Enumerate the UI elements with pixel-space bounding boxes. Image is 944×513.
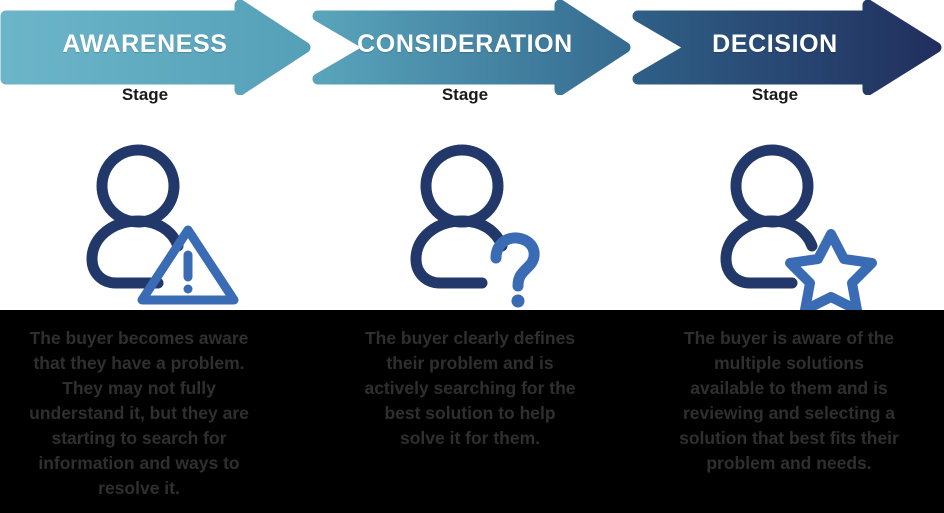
persona-awareness	[72, 142, 252, 310]
stage-arrows-graphic	[0, 0, 942, 95]
description-line: actively searching for the	[364, 378, 576, 398]
description-line: The buyer is aware of the	[683, 328, 895, 348]
description-line: available to them and is	[690, 378, 888, 398]
description-decision: The buyer is aware of the multiple solut…	[655, 326, 923, 476]
stage-arrow-band: AWARENESS CONSIDERATION DECISION	[0, 0, 944, 95]
description-consideration: The buyer clearly defines their problem …	[345, 326, 595, 451]
description-line: best solution to help	[384, 403, 556, 423]
stage-arrow-consideration	[312, 0, 631, 95]
persona-decision	[706, 142, 886, 315]
description-line: problem and needs.	[706, 453, 872, 473]
stage-caption-decision: Stage	[751, 85, 799, 104]
description-line: understand it, but they are	[29, 403, 249, 423]
stage-caption-awareness: Stage	[121, 85, 169, 104]
description-line: resolve it.	[98, 478, 180, 498]
description-line: information and ways to	[38, 453, 240, 473]
stage-caption-consideration: Stage	[441, 85, 489, 104]
description-line: their problem and is	[386, 353, 554, 373]
persona-consideration	[396, 142, 576, 310]
person-with-warning-icon	[86, 144, 239, 305]
stage-arrow-awareness	[0, 0, 311, 95]
description-line: solution that best fits their	[679, 428, 899, 448]
stage-arrow-decision	[632, 0, 942, 95]
description-band: The buyer becomes aware that they have a…	[0, 310, 944, 513]
description-line: starting to search for	[51, 428, 227, 448]
description-line: The buyer becomes aware	[29, 328, 249, 348]
description-line: that they have a problem.	[33, 353, 245, 373]
person-with-question-icon	[410, 144, 540, 308]
description-line: They may not fully	[62, 378, 216, 398]
person-with-star-icon	[720, 144, 877, 315]
description-line: multiple solutions	[714, 353, 864, 373]
description-awareness: The buyer becomes aware that they have a…	[8, 326, 270, 501]
description-line: reviewing and selecting a	[682, 403, 896, 423]
description-line: solve it for them.	[399, 428, 541, 448]
description-line: The buyer clearly defines	[364, 328, 576, 348]
